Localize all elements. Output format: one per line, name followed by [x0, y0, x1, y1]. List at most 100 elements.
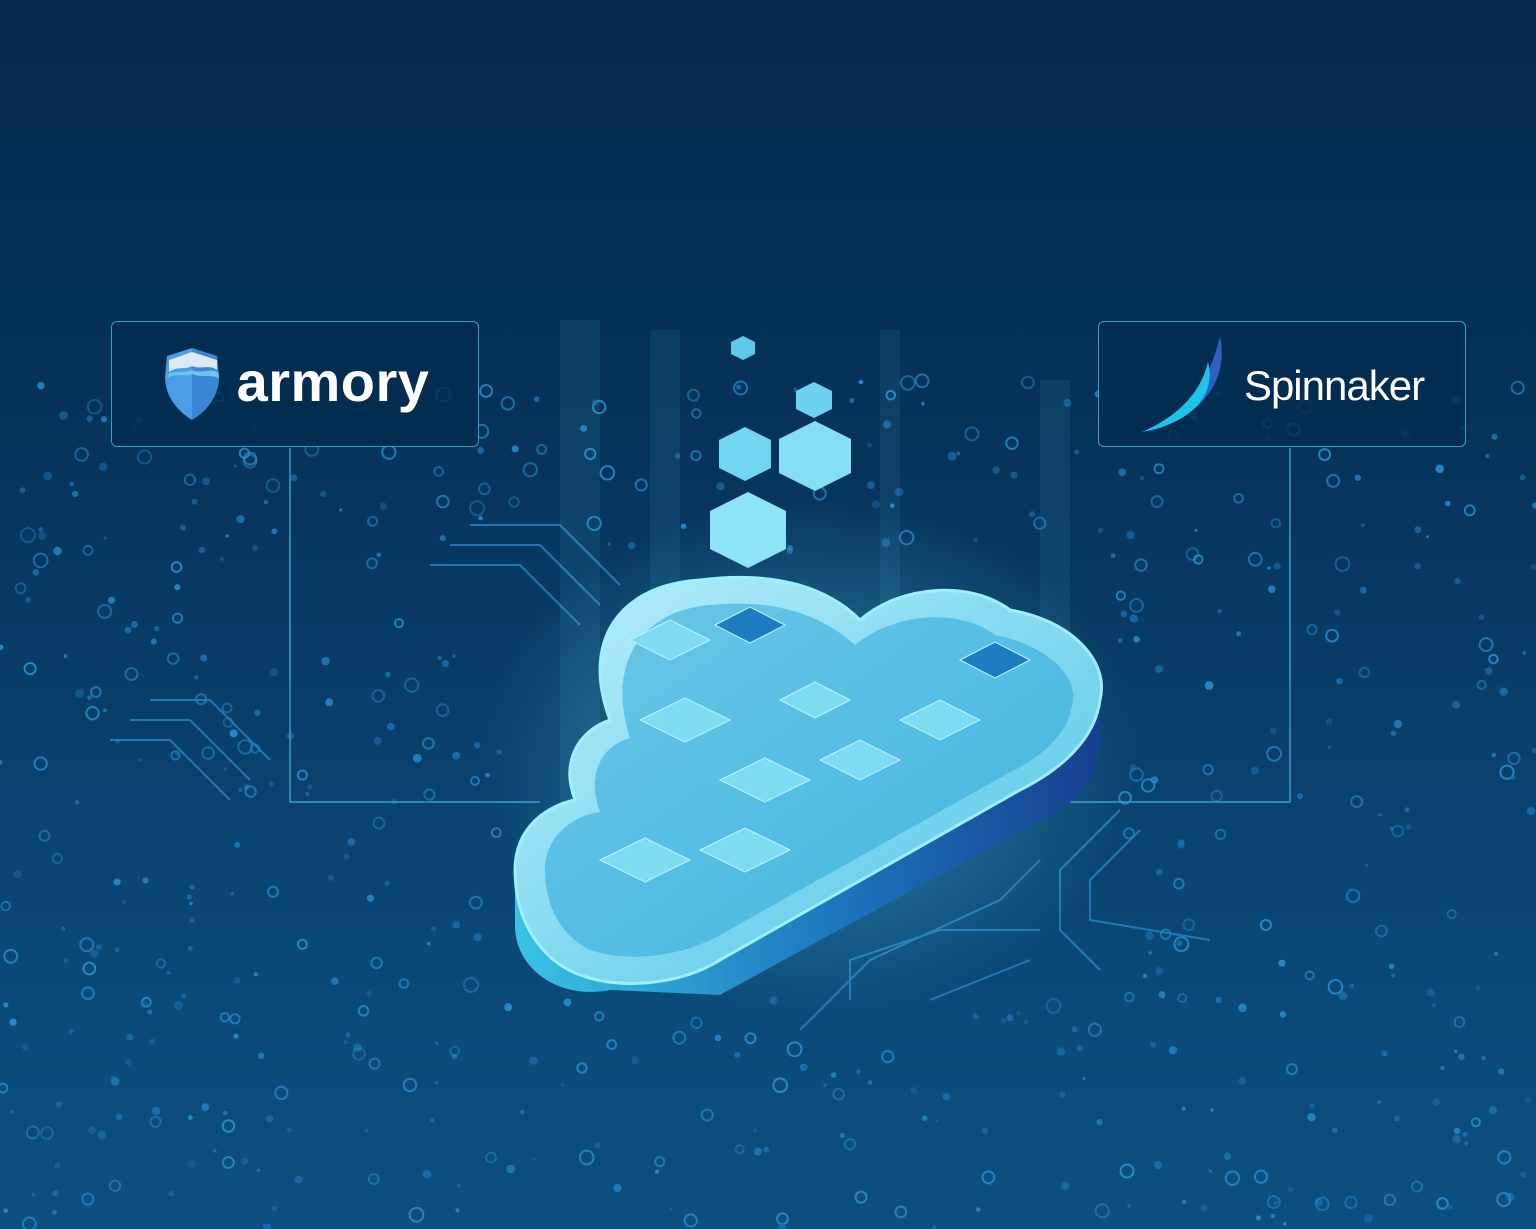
circuit-dot — [1082, 1076, 1086, 1081]
circuit-dot — [230, 891, 234, 896]
circuit-dot — [43, 471, 53, 481]
circuit-dot — [1393, 1115, 1400, 1122]
circuit-dot — [1488, 653, 1499, 665]
circuit-dot — [1115, 590, 1127, 601]
circuit-dot — [1491, 433, 1498, 440]
circuit-dot — [201, 746, 215, 760]
circuit-dot — [85, 705, 100, 721]
circuit-dot — [51, 1209, 58, 1216]
circuit-dot — [286, 1127, 292, 1133]
circuit-dot — [96, 944, 102, 951]
spinnaker-logo-text: Spinnaker — [1243, 362, 1425, 409]
armory-logo-text: armory — [236, 349, 430, 413]
circuit-dot — [110, 1075, 116, 1081]
circuit-dot — [972, 1013, 979, 1020]
circuit-dot — [854, 1190, 868, 1204]
circuit-dot — [1414, 526, 1422, 534]
circuit-dot — [1238, 1003, 1247, 1013]
circuit-dot — [90, 949, 99, 958]
circuit-dot — [327, 874, 334, 881]
circuit-dot — [253, 709, 261, 717]
circuit-dot — [79, 937, 95, 953]
circuit-dot — [367, 515, 379, 527]
circuit-dot — [1129, 598, 1144, 613]
circuit-dot — [1478, 614, 1485, 620]
circuit-dot — [576, 1062, 588, 1074]
circuit-dot — [981, 1170, 996, 1185]
circuit-dot — [170, 750, 181, 761]
circuit-dot — [290, 474, 298, 482]
circuit-dot — [1267, 566, 1271, 570]
circuit-dot — [1359, 586, 1367, 594]
circuit-dot — [1182, 918, 1195, 931]
circuit-dot — [108, 1179, 122, 1192]
circuit-dot — [357, 1005, 370, 1017]
circuit-dot — [975, 1207, 981, 1212]
circuit-dot — [0, 1082, 9, 1094]
circuit-dot — [219, 1011, 231, 1023]
circuit-dot — [86, 415, 93, 422]
circuit-dot — [1309, 1103, 1315, 1110]
circuit-dot — [233, 1033, 239, 1039]
circuit-dot — [1522, 651, 1527, 655]
circuit-dot — [325, 698, 334, 707]
circuit-dot — [174, 584, 181, 591]
circuit-dot — [1519, 474, 1526, 481]
circuit-dot — [187, 945, 193, 951]
circuit-dot — [1060, 1181, 1070, 1191]
circuit-dot — [560, 1082, 565, 1087]
circuit-dot — [1279, 1011, 1287, 1018]
circuit-dot — [1238, 1077, 1247, 1085]
circuit-dot — [1426, 988, 1435, 997]
circuit-dot — [189, 901, 193, 906]
circuit-dot — [772, 1077, 789, 1094]
circuit-dot — [1074, 449, 1080, 455]
circuit-dot — [115, 1113, 123, 1121]
circuit-dot — [799, 1063, 808, 1072]
circuit-dot — [1499, 764, 1515, 780]
circuit-dot — [1210, 789, 1223, 803]
circuit-dot — [384, 880, 391, 886]
circuit-dot — [82, 544, 94, 556]
circuit-dot — [435, 703, 450, 717]
circuit-dot — [987, 1181, 993, 1187]
circuit-dot — [1204, 681, 1214, 690]
circuit-dot — [33, 756, 48, 771]
circuit-dot — [151, 1106, 161, 1116]
circuit-dot — [174, 751, 181, 757]
circuit-dot — [37, 531, 47, 541]
circuit-dot — [867, 1080, 873, 1085]
circuit-dot — [136, 449, 152, 465]
circuit-dot — [1484, 667, 1493, 675]
circuit-dot — [189, 918, 195, 923]
circuit-dot — [40, 1126, 54, 1140]
circuit-dot — [744, 1032, 757, 1045]
circuit-dot — [1155, 966, 1164, 976]
circuit-dot — [0, 900, 11, 912]
circuit-dot — [1285, 1063, 1298, 1076]
circuit-dot — [229, 1013, 241, 1025]
circuit-dot — [1202, 764, 1214, 776]
circuit-dot — [849, 397, 855, 404]
circuit-dot — [1087, 1022, 1102, 1037]
circuit-dot — [380, 502, 388, 510]
circuit-dot — [529, 1056, 538, 1065]
circuit-dot — [462, 977, 479, 993]
circuit-dot — [1532, 502, 1536, 509]
circuit-dot — [103, 536, 107, 540]
circuit-dot — [168, 1190, 175, 1197]
circuit-dot — [922, 1115, 928, 1121]
circuit-dot — [1270, 1213, 1276, 1218]
circuit-dot — [236, 515, 245, 524]
circuit-dot — [63, 958, 68, 964]
circuit-dot — [1029, 511, 1036, 518]
circuit-dot — [910, 1087, 919, 1095]
circuit-dot — [166, 652, 180, 665]
circuit-dot — [1071, 1026, 1078, 1033]
circuit-dot — [61, 926, 66, 931]
circuit-dot — [1306, 623, 1318, 636]
circuit-dot — [69, 1028, 74, 1034]
circuit-dot — [88, 1126, 96, 1135]
circuit-dot — [504, 1003, 513, 1012]
